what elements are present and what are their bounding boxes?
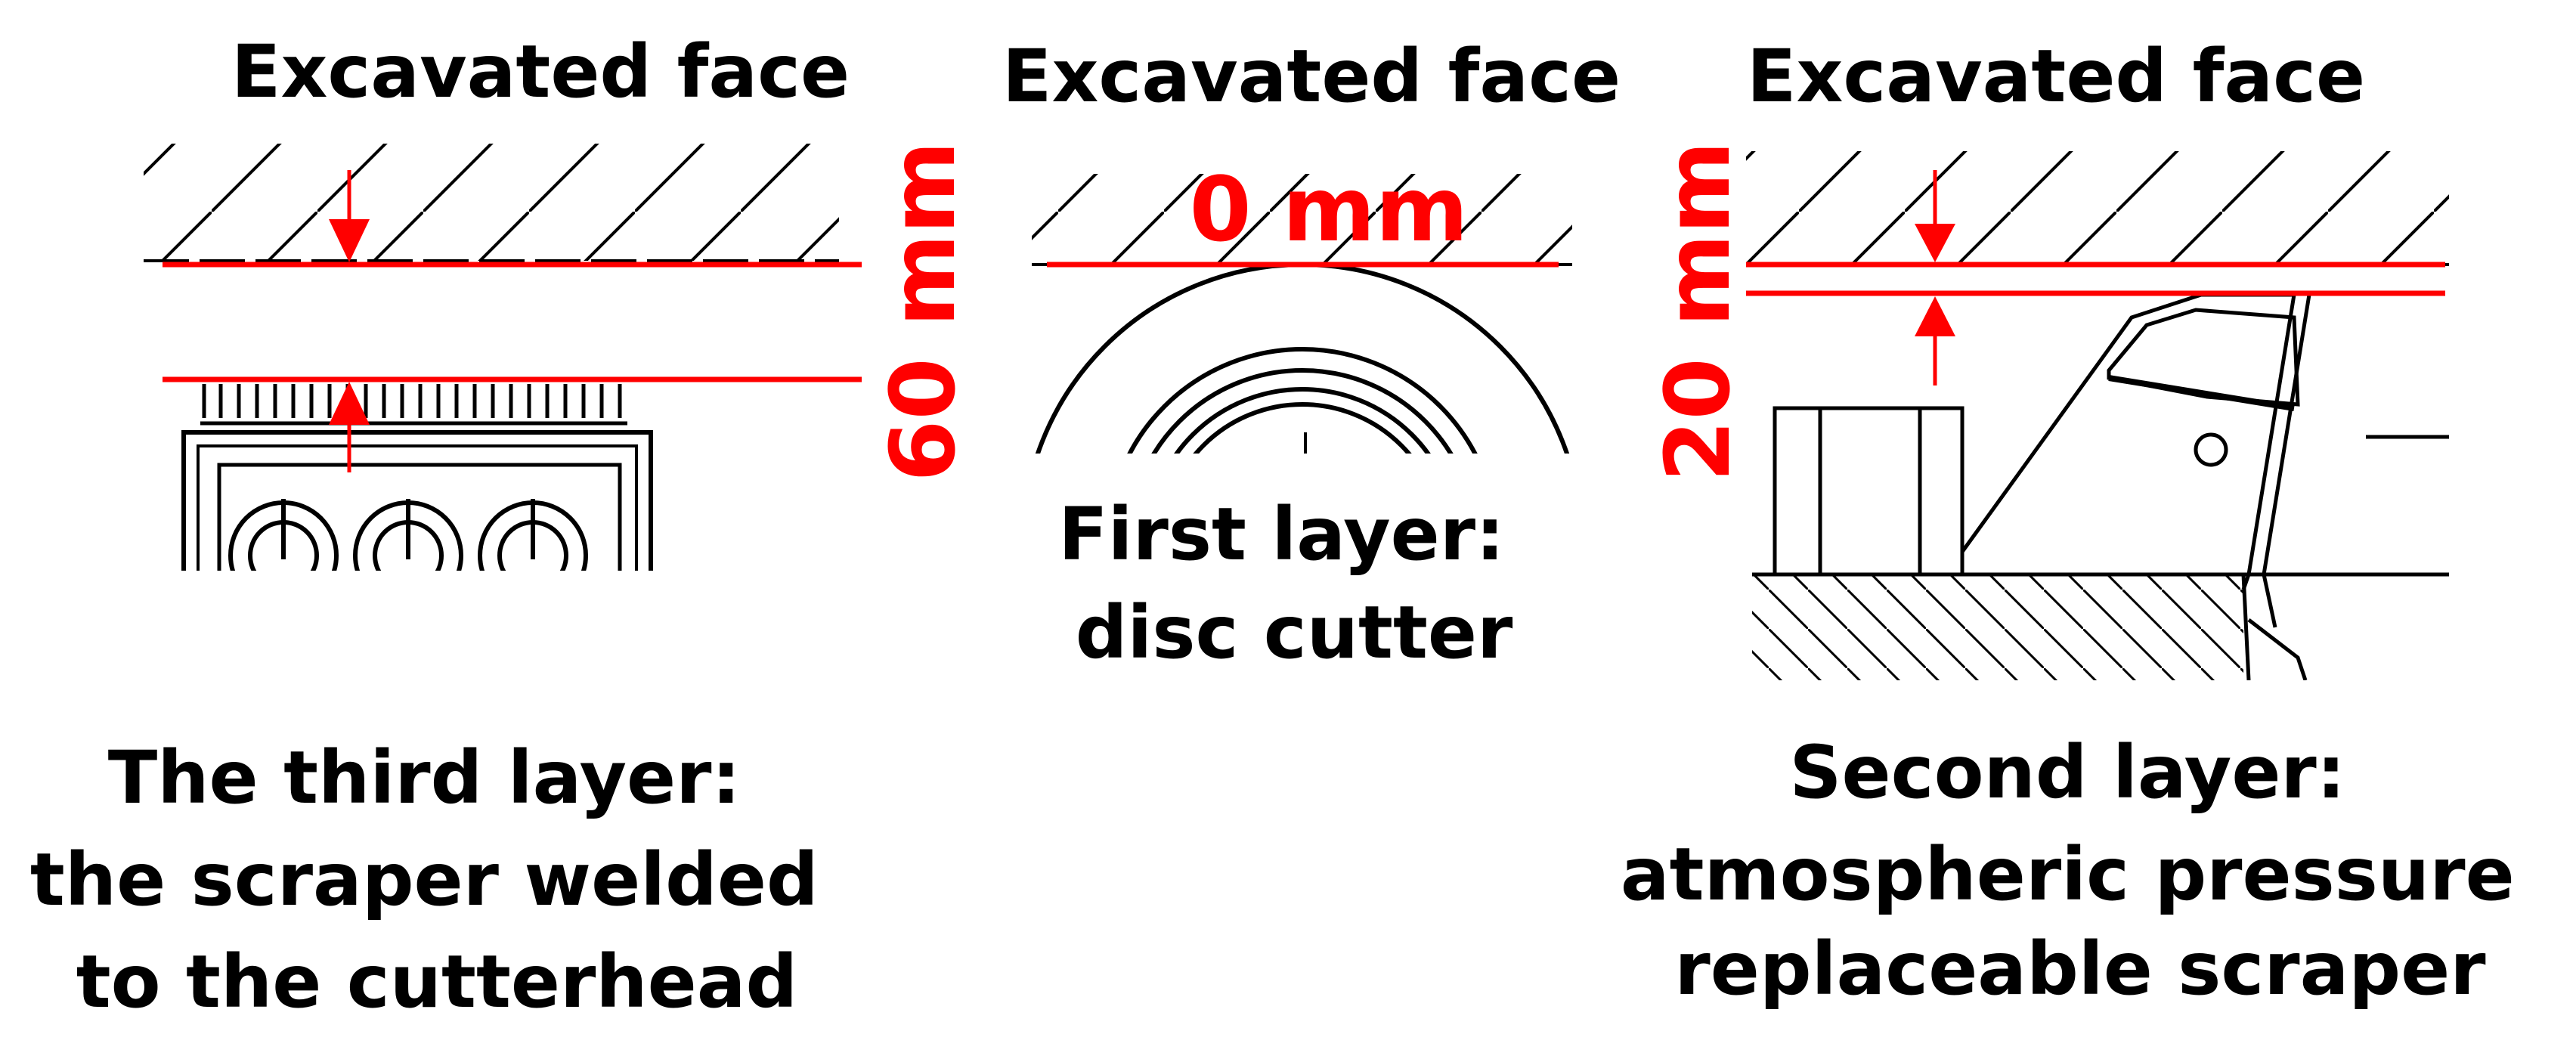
first-excavated-face-label: Excavated face xyxy=(1002,34,1621,119)
second-excavated-face-label: Excavated face xyxy=(1747,34,2365,119)
second-caption-line-1: Second layer: xyxy=(1789,730,2345,815)
third-caption-line-2: the scraper welded xyxy=(30,838,819,922)
second-caption-line-2: atmospheric pressure xyxy=(1621,832,2515,917)
third-caption-line-1: The third layer: xyxy=(108,735,741,820)
first-caption: First layer: disc cutter xyxy=(1058,492,1530,675)
first-caption-line-2: disc cutter xyxy=(1076,590,1513,675)
third-arrow-up-icon xyxy=(329,382,370,425)
second-dimension-lines xyxy=(1746,170,2445,385)
second-arrow-up-icon xyxy=(1915,296,1955,336)
third-dimension-lines xyxy=(163,170,862,472)
third-caption: The third layer: the scraper welded to t… xyxy=(30,735,844,1024)
third-rock-face-drawing xyxy=(144,144,839,571)
first-dimension-value: 0 mm xyxy=(1189,157,1468,262)
third-excavated-face-label: Excavated face xyxy=(231,29,850,114)
second-layer-panel: Excavated face xyxy=(1621,34,2540,1011)
first-layer-panel: Excavated face 0 mm First layer: disc cu… xyxy=(1002,34,1621,675)
second-caption: Second layer: atmospheric pressure repla… xyxy=(1621,730,2540,1011)
second-scraper-drawing xyxy=(1746,151,2449,680)
third-arrow-down-icon xyxy=(329,219,370,262)
third-dimension-value: 60 mm xyxy=(871,141,975,481)
third-layer-panel: Excavated face xyxy=(30,29,975,1024)
first-caption-line-1: First layer: xyxy=(1058,492,1504,577)
third-caption-line-3: to the cutterhead xyxy=(76,940,797,1024)
second-arrow-down-icon xyxy=(1915,224,1955,262)
second-caption-line-3: replaceable scraper xyxy=(1674,927,2486,1011)
second-dimension-value: 20 mm xyxy=(1646,141,1750,481)
